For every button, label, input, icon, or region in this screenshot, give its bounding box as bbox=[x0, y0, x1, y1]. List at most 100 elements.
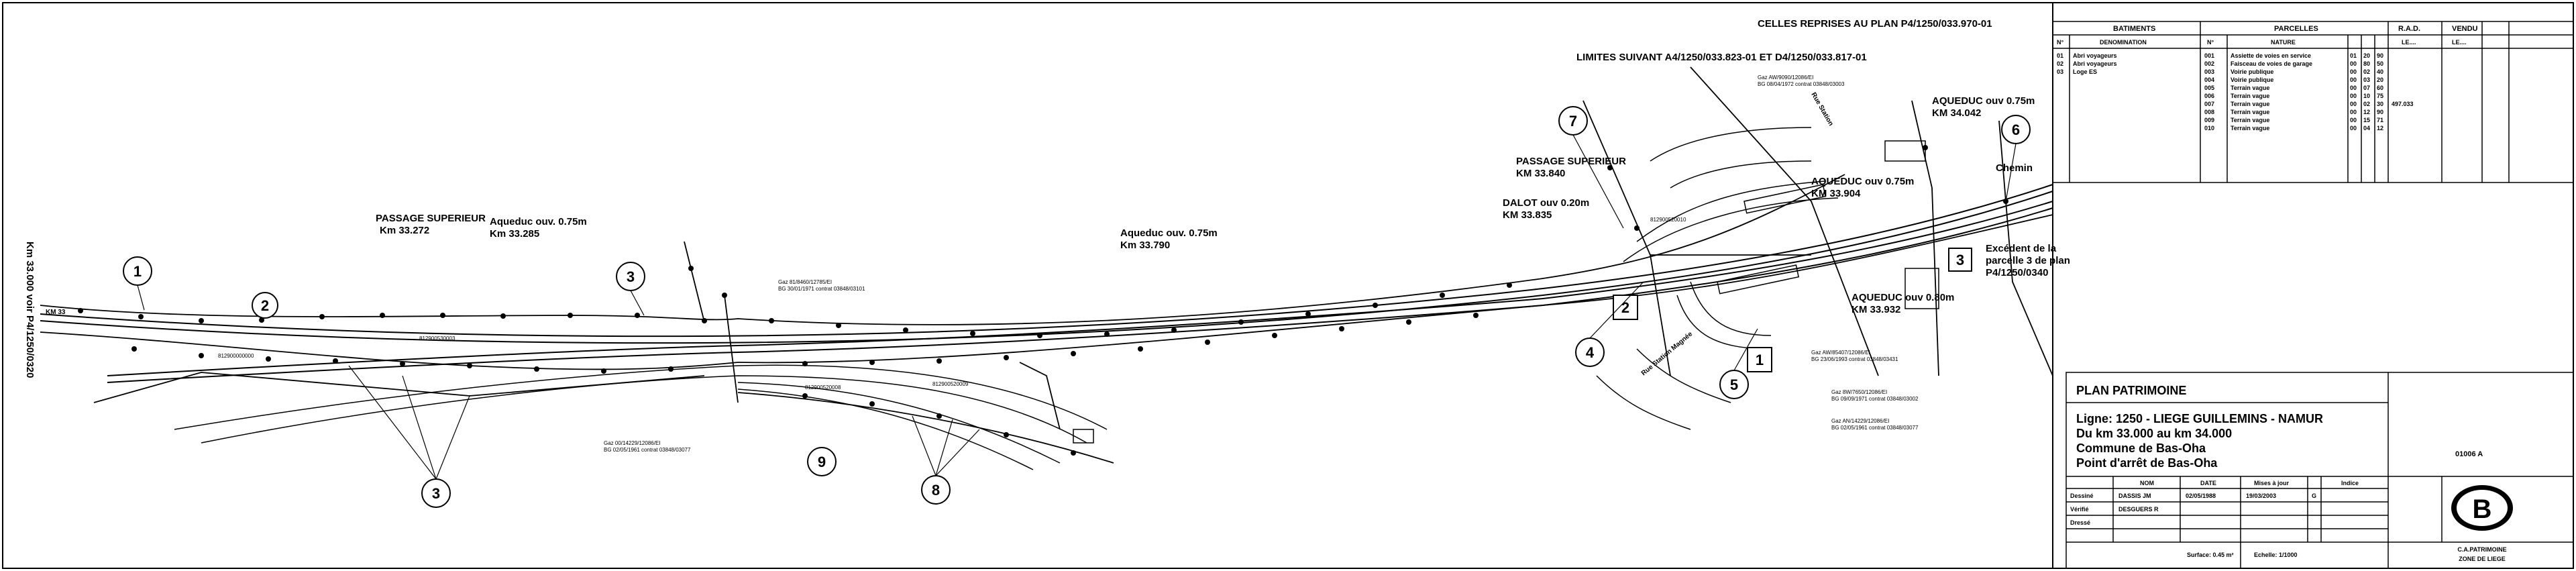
org-name-2: ZONE DE LIEGE bbox=[2459, 556, 2506, 562]
parc-row-4-b: 03 bbox=[2363, 76, 2370, 83]
parc-header: PARCELLES bbox=[2274, 25, 2318, 33]
street-3: Chemin bbox=[1996, 162, 2033, 174]
boundary-id-1: 812900000000 bbox=[218, 353, 254, 359]
callout-circle-3b: 3 bbox=[421, 478, 451, 508]
parc-row-1-n: 001 bbox=[2204, 52, 2214, 59]
excedent-3: P4/1250/0340 bbox=[1986, 267, 2048, 278]
callout-circle-6: 6 bbox=[2001, 115, 2031, 144]
parc-row-6-a: 00 bbox=[2350, 93, 2357, 99]
parc-row-5-n: 005 bbox=[2204, 85, 2214, 91]
col-nature: NATURE bbox=[2271, 39, 2296, 46]
plan-ligne: Ligne: 1250 - LIEGE GUILLEMINS - NAMUR bbox=[2076, 412, 2323, 425]
parc-row-10-c: 12 bbox=[2377, 125, 2383, 132]
boundary-stations bbox=[78, 145, 2008, 456]
vendu-header: VENDU bbox=[2452, 25, 2478, 33]
plan-point: Point d'arrêt de Bas-Oha bbox=[2076, 456, 2218, 470]
street-2: Rue Station Magnée bbox=[1640, 330, 1695, 377]
parc-row-9-a: 00 bbox=[2350, 117, 2357, 123]
plan-title: PLAN PATRIMOINE bbox=[2076, 384, 2186, 397]
parc-row-1-c: 90 bbox=[2377, 52, 2383, 59]
parc-row-2-c: 50 bbox=[2377, 60, 2383, 67]
parc-row-9-nat: Terrain vague bbox=[2231, 117, 2269, 123]
bat-row-2-n: 02 bbox=[2057, 60, 2063, 67]
svg-text:8: 8 bbox=[932, 482, 940, 499]
dalot-km: KM 33.835 bbox=[1503, 209, 1552, 221]
parc-row-10-n: 010 bbox=[2204, 125, 2214, 132]
gas-note-5-l1: Gaz AN/14229/12086/EI bbox=[1831, 418, 1889, 424]
boundary-id-2: 812900530003 bbox=[419, 335, 455, 342]
bat-row-3-d: Loge ES bbox=[2073, 68, 2097, 75]
chainage-km: KM 33 bbox=[46, 309, 66, 316]
row-1-date: 02/05/1988 bbox=[2186, 492, 2216, 499]
bat-row-1-d: Abri voyageurs bbox=[2073, 52, 2117, 59]
aqueduc-5: AQUEDUC ouv 0.75m bbox=[1932, 95, 2035, 107]
callout-circle-4: 4 bbox=[1575, 338, 1605, 367]
passage-sup-2: PASSAGE SUPERIEUR bbox=[1516, 156, 1626, 167]
plan-km: Du km 33.000 au km 34.000 bbox=[2076, 427, 2232, 440]
row-1-nom: DASSIS JM bbox=[2118, 492, 2151, 499]
row-1-ind: G bbox=[2312, 492, 2316, 499]
parc-row-8-nat: Terrain vague bbox=[2231, 109, 2269, 115]
gas-note-1-l1: Gaz 81/8460/12785/EI bbox=[778, 279, 832, 285]
aqueduc-3-km: KM 33.904 bbox=[1811, 188, 1861, 199]
boundary-id-3: 812900520008 bbox=[805, 384, 841, 391]
parc-row-4-n: 004 bbox=[2204, 76, 2214, 83]
col-n-2: N° bbox=[2207, 39, 2214, 46]
format-label: Surface: 0.45 m² bbox=[2187, 552, 2234, 558]
parc-row-5-a: 00 bbox=[2350, 85, 2357, 91]
callout-leaders bbox=[137, 134, 2017, 480]
row-1-role: Dessiné bbox=[2070, 492, 2094, 499]
svg-text:5: 5 bbox=[1730, 376, 1738, 393]
property-boundaries bbox=[40, 66, 2053, 464]
parc-row-1-a: 01 bbox=[2350, 52, 2357, 59]
parc-row-9-n: 009 bbox=[2204, 117, 2214, 123]
echelle-label: Echelle: 1/1000 bbox=[2254, 552, 2298, 558]
parc-row-5-nat: Terrain vague bbox=[2231, 85, 2269, 91]
plan-commune: Commune de Bas-Oha bbox=[2076, 442, 2206, 455]
row-3-role: Dressé bbox=[2070, 519, 2090, 526]
aqueduc-4: AQUEDUC ouv 0.80m bbox=[1851, 292, 1954, 303]
station-area bbox=[1073, 127, 1939, 444]
callout-box-3: 3 bbox=[1948, 248, 1972, 272]
passage-sup-2-km: KM 33.840 bbox=[1516, 168, 1565, 179]
svg-text:2: 2 bbox=[261, 297, 269, 314]
aqueduc-2: Aqueduc ouv. 0.75m bbox=[1120, 227, 1218, 239]
aqueduc-4-km: KM 33.932 bbox=[1851, 304, 1900, 315]
col-le-1: LE.... bbox=[2402, 39, 2416, 46]
aqueduc-1: Aqueduc ouv. 0.75m bbox=[490, 216, 587, 227]
gas-note-5-l2: BG 02/05/1961 contrat 03848/03077 bbox=[1831, 425, 1919, 431]
parc-total: 497.033 bbox=[2392, 101, 2414, 107]
indice-header: Indice bbox=[2341, 480, 2359, 486]
boundary-id-5: 812900520010 bbox=[1650, 217, 1686, 223]
boundary-id-4: 812900520009 bbox=[932, 381, 969, 387]
aqueduc-3: AQUEDUC ouv 0.75m bbox=[1811, 176, 1914, 187]
aqueduc-1-km: Km 33.285 bbox=[490, 228, 539, 240]
row-1-maj: 19/03/2003 bbox=[2246, 492, 2276, 499]
callout-circle-9: 9 bbox=[807, 447, 837, 476]
org-name-1: C.A.PATRIMOINE bbox=[2457, 546, 2506, 553]
top-note: CELLES REPRISES AU PLAN P4/1250/033.970-… bbox=[1758, 18, 1992, 30]
svg-text:1: 1 bbox=[1756, 352, 1764, 368]
railway-tracks bbox=[40, 184, 2053, 470]
limits-note: LIMITES SUIVANT A4/1250/033.823-01 ET D4… bbox=[1576, 52, 1867, 63]
parc-row-8-n: 008 bbox=[2204, 109, 2214, 115]
date-header: DATE bbox=[2200, 480, 2216, 486]
parc-row-9-b: 15 bbox=[2363, 117, 2370, 123]
title-block-text: BATIMENTS PARCELLES R.A.D. VENDU N° DENO… bbox=[2057, 25, 2483, 558]
svg-text:1: 1 bbox=[133, 263, 142, 280]
parc-row-10-b: 04 bbox=[2363, 125, 2370, 132]
parc-row-10-nat: Terrain vague bbox=[2231, 125, 2269, 132]
title-block bbox=[2052, 21, 2574, 569]
rad-header: R.A.D. bbox=[2398, 25, 2420, 33]
bat-row-3-n: 03 bbox=[2057, 68, 2063, 75]
callout-circle-2: 2 bbox=[252, 292, 278, 319]
gas-note-4-l1: Gaz 8W/7650/12086/EI bbox=[1831, 389, 1887, 395]
parc-row-7-b: 02 bbox=[2363, 101, 2370, 107]
col-denomination: DENOMINATION bbox=[2100, 39, 2147, 46]
callout-box-1: 1 bbox=[1747, 347, 1772, 372]
nom-header: NOM bbox=[2140, 480, 2154, 486]
gas-note-3-l2: BG 02/05/1961 contrat 03848/03077 bbox=[604, 447, 691, 453]
gas-note-3-l1: Gaz 00/14229/12086/EI bbox=[604, 440, 661, 446]
